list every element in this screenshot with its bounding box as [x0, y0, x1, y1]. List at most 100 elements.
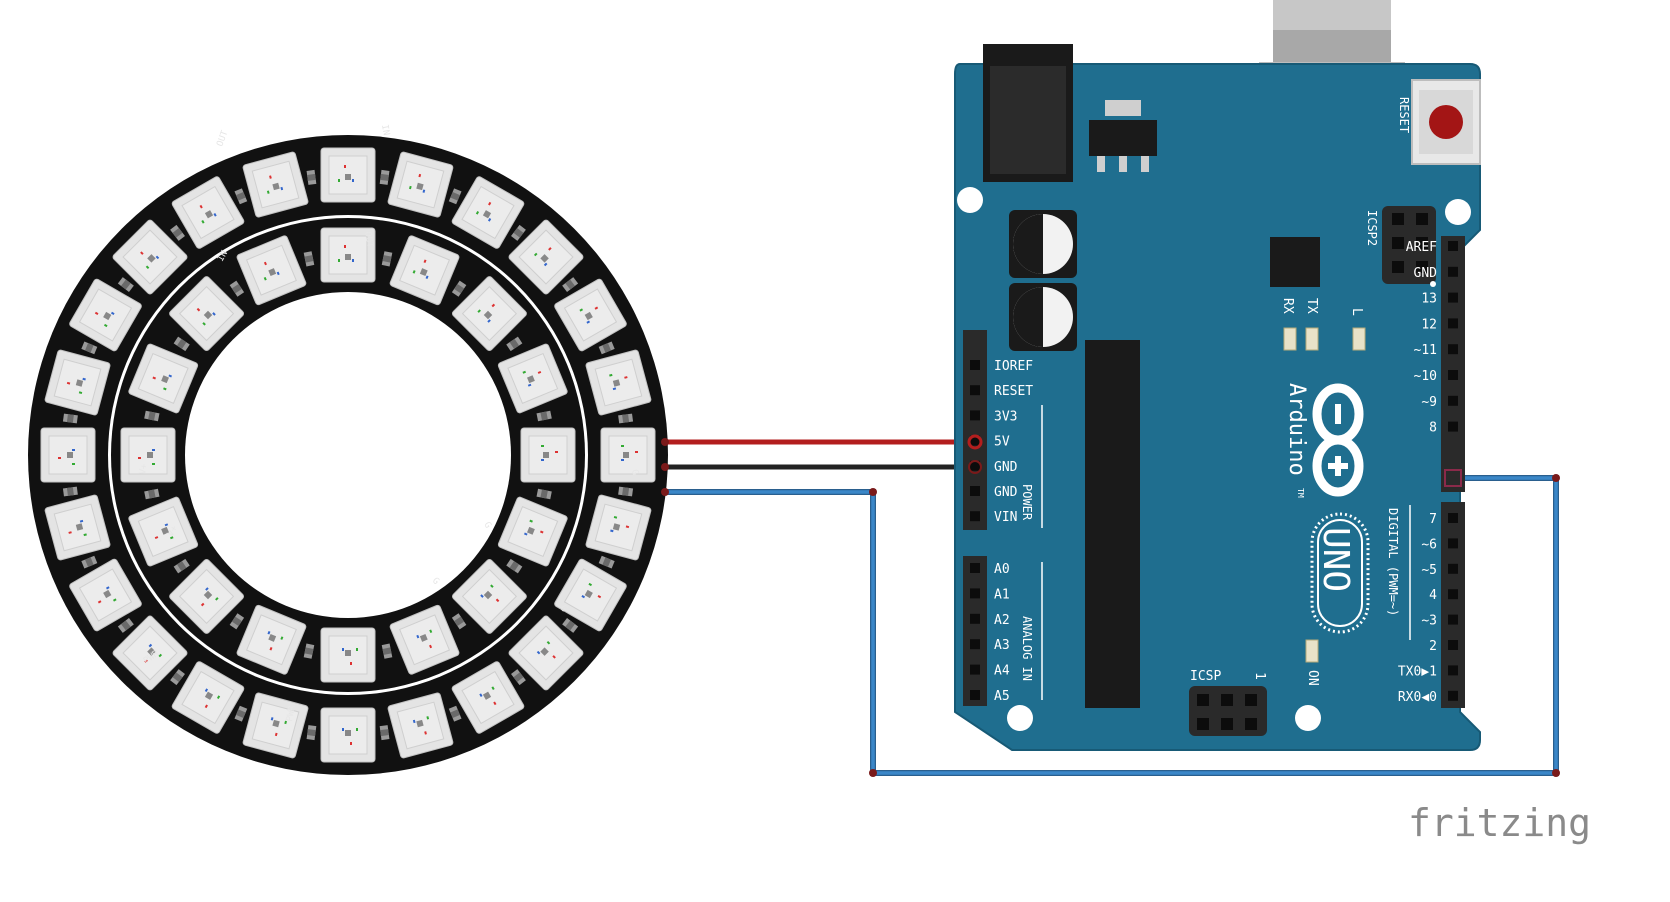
- digital-pin[interactable]: [1448, 589, 1458, 600]
- inner-ring-led: [451, 558, 527, 634]
- outer-ring-capacitor: [234, 705, 248, 722]
- digital-pin[interactable]: [1448, 563, 1458, 574]
- inner-ring-capacitor: [451, 613, 467, 630]
- power-pin[interactable]: [970, 486, 980, 496]
- outer-ring-capacitor: [62, 413, 78, 424]
- reset-button[interactable]: [1429, 105, 1463, 139]
- analog-pin[interactable]: [970, 588, 980, 599]
- outer-ring-led: [112, 615, 188, 691]
- digital-pin[interactable]: [1448, 538, 1458, 549]
- analog-pin-label: A3: [994, 638, 1010, 653]
- icsp2-pin[interactable]: [1392, 237, 1404, 249]
- outer-ring-led: [242, 151, 309, 218]
- analog-pin[interactable]: [970, 690, 980, 700]
- analog-section-label: ANALOG IN: [1020, 616, 1034, 681]
- voltage-regulator: [1089, 120, 1157, 156]
- inner-ring-led: [128, 343, 199, 414]
- digital-pin-label: 4: [1429, 588, 1437, 603]
- wire-endpoint-gnd-ring: [661, 463, 669, 471]
- icsp-pin[interactable]: [1221, 718, 1233, 730]
- inner-ring-led: [236, 604, 307, 675]
- outer-ring-capacitor: [562, 618, 579, 633]
- uno-badge: [1310, 512, 1370, 634]
- outer-ring-led: [44, 349, 111, 416]
- icsp2-pin[interactable]: [1416, 213, 1428, 225]
- power-pin[interactable]: [970, 435, 980, 446]
- analog-pin[interactable]: [970, 563, 980, 573]
- analog-pin[interactable]: [970, 664, 980, 675]
- digital-header-lower[interactable]: [1441, 502, 1465, 708]
- ring-label-g-4: G: [629, 469, 640, 476]
- digital-pin[interactable]: [1448, 318, 1458, 329]
- digital-pin-label: RX0◀0: [1398, 690, 1437, 705]
- outer-ring-led: [554, 278, 627, 352]
- power-pin[interactable]: [970, 511, 980, 522]
- wire-bend-2: [869, 769, 877, 777]
- wire-bend-4: [1552, 474, 1560, 482]
- pin-labels: IOREFRESET3V35VGNDGNDVINA0A1A2A3A4A5AREF…: [967, 240, 1462, 705]
- digital-pin[interactable]: [1448, 614, 1458, 625]
- outer-ring-capacitor: [170, 224, 185, 241]
- icsp2-pin[interactable]: [1416, 261, 1428, 273]
- analog-pin[interactable]: [970, 613, 980, 624]
- outer-ring-capacitor: [81, 555, 98, 569]
- icsp-pin[interactable]: [1245, 694, 1257, 706]
- inner-ring-led: [389, 235, 460, 306]
- analog-header[interactable]: [963, 556, 987, 706]
- inner-ring-led: [236, 235, 307, 306]
- digital-header-upper[interactable]: [1441, 236, 1465, 492]
- power-pin[interactable]: [970, 460, 980, 471]
- digital-pin[interactable]: [1448, 665, 1458, 676]
- digital-pin[interactable]: [1448, 421, 1458, 432]
- outer-ring-led: [320, 147, 376, 203]
- icsp-pin[interactable]: [1197, 694, 1209, 706]
- power-pin-label: 5V: [994, 435, 1010, 450]
- usb-controller-chip: [1270, 237, 1320, 287]
- analog-pin[interactable]: [970, 639, 980, 650]
- digital-pin[interactable]: [1448, 395, 1458, 406]
- icsp2-pin[interactable]: [1392, 213, 1404, 225]
- outer-ring-capacitor: [117, 618, 134, 633]
- outer-ring-led: [242, 692, 309, 759]
- outer-ring-led: [387, 151, 454, 218]
- power-pin[interactable]: [970, 410, 980, 421]
- outer-ring-capacitor: [598, 555, 615, 569]
- arduino-wordmark: Arduino: [1284, 383, 1309, 476]
- arduino-logo: [1312, 383, 1364, 497]
- power-pin[interactable]: [970, 385, 980, 396]
- icsp2-pin[interactable]: [1392, 261, 1404, 273]
- power-pin-label: RESET: [994, 384, 1033, 399]
- digital-pin[interactable]: [1448, 640, 1458, 650]
- analog-pin-label: A5: [994, 689, 1010, 704]
- outer-ring-led: [40, 427, 96, 483]
- icsp-pin1-label: 1: [1252, 672, 1267, 680]
- power-pin[interactable]: [970, 360, 980, 370]
- digital-pin[interactable]: [1448, 344, 1458, 355]
- digital-pin[interactable]: [1448, 241, 1458, 251]
- icsp-pin[interactable]: [1197, 718, 1209, 730]
- digital-pin[interactable]: [1448, 513, 1458, 523]
- inner-ring-capacitor: [381, 251, 393, 267]
- outer-ring-led: [69, 278, 142, 352]
- inner-ring-capacitor: [381, 643, 393, 659]
- power-pin-label: IOREF: [994, 359, 1033, 374]
- tx-label: TX: [1304, 298, 1319, 314]
- digital-pin[interactable]: [1448, 690, 1458, 701]
- icsp-pins: [1197, 694, 1257, 730]
- outer-ring-led: [387, 692, 454, 759]
- icsp-pin[interactable]: [1221, 694, 1233, 706]
- digital-pin[interactable]: [1448, 266, 1458, 277]
- outer-ring-led: [508, 219, 584, 295]
- digital-pin[interactable]: [1448, 292, 1458, 303]
- icsp2-pin[interactable]: [1416, 237, 1428, 249]
- wire-data-highlight: [665, 476, 1558, 775]
- outer-ring-capacitor: [306, 725, 317, 741]
- ring-label-vplus-1: V+: [138, 463, 150, 476]
- outer-ring-capacitor: [379, 725, 390, 741]
- outer-ring-led: [600, 427, 656, 483]
- digital-pin[interactable]: [1448, 370, 1458, 380]
- l-led: [1352, 327, 1366, 351]
- icsp-pin[interactable]: [1245, 718, 1257, 730]
- on-label: ON: [1305, 670, 1320, 686]
- analog-pin-label: A1: [994, 587, 1010, 602]
